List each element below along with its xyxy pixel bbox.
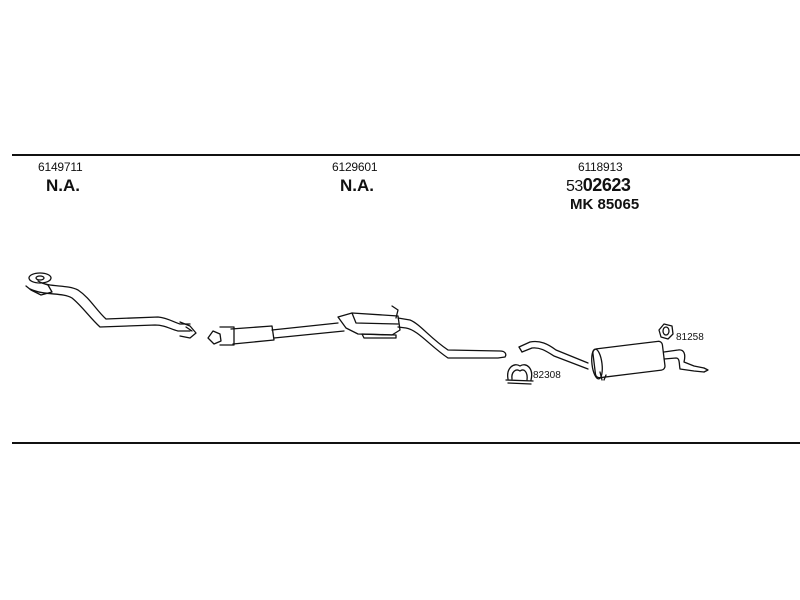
mk-code-rear-muffler: MK 85065: [570, 196, 640, 213]
part-code-prefix: 53: [566, 178, 583, 195]
front-pipe-drawing: [25, 272, 197, 339]
part-number-front-pipe: 6149711: [38, 160, 83, 174]
hanger-label: 81258: [676, 332, 704, 343]
rear-muffler-drawing: [518, 340, 709, 381]
clamp-label: 82308: [533, 370, 561, 381]
part-code-rear-muffler: 5302623: [566, 175, 631, 196]
part-code-rest: 02623: [582, 175, 631, 195]
top-divider: [12, 154, 800, 156]
status-front-pipe: N.A.: [46, 176, 80, 195]
part-number-middle-section: 6129601: [332, 160, 378, 174]
hanger-drawing: [658, 323, 674, 340]
bottom-divider: [12, 442, 800, 444]
middle-section-drawing: [207, 305, 507, 359]
status-middle-section: N.A.: [340, 176, 374, 195]
clamp-drawing: [505, 364, 534, 385]
part-number-rear-muffler: 6118913: [578, 160, 623, 174]
